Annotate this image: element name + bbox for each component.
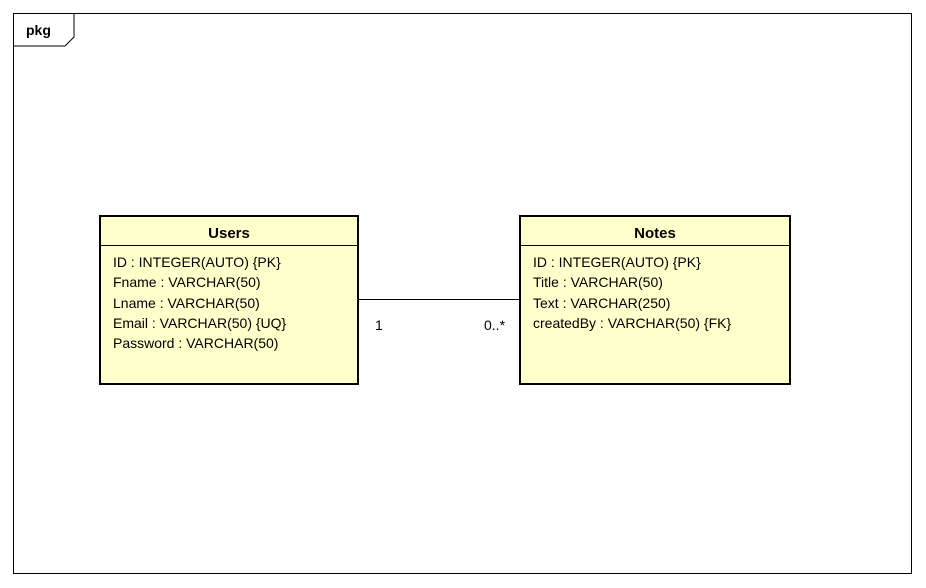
- entity-notes[interactable]: Notes ID : INTEGER(AUTO) {PK} Title : VA…: [519, 215, 791, 385]
- attribute-id: ID : INTEGER(AUTO) {PK}: [113, 254, 281, 270]
- attribute-id: ID : INTEGER(AUTO) {PK}: [533, 254, 701, 270]
- package-label: pkg: [26, 22, 51, 38]
- entity-notes-attributes: ID : INTEGER(AUTO) {PK} Title : VARCHAR(…: [521, 246, 789, 333]
- package-tab: [13, 13, 75, 47]
- attribute-lname: Lname : VARCHAR(50): [113, 294, 260, 311]
- attribute-email: Email : VARCHAR(50) {UQ}: [113, 314, 287, 331]
- association-line[interactable]: [358, 299, 520, 300]
- entity-users[interactable]: Users ID : INTEGER(AUTO) {PK} Fname : VA…: [99, 215, 359, 385]
- source-multiplicity: 1: [375, 317, 383, 333]
- attribute-created-by: createdBy : VARCHAR(50) {FK}: [533, 314, 732, 331]
- package-frame: [13, 13, 912, 574]
- attribute-title: Title : VARCHAR(50): [533, 274, 663, 291]
- attribute-text: Text : VARCHAR(250): [533, 294, 671, 311]
- entity-users-attributes: ID : INTEGER(AUTO) {PK} Fname : VARCHAR(…: [101, 246, 357, 353]
- target-multiplicity: 0..*: [484, 317, 506, 333]
- attribute-fname: Fname : VARCHAR(50): [113, 274, 261, 291]
- entity-users-title: Users: [101, 217, 357, 246]
- entity-notes-title: Notes: [521, 217, 789, 246]
- attribute-password: Password : VARCHAR(50): [113, 335, 279, 352]
